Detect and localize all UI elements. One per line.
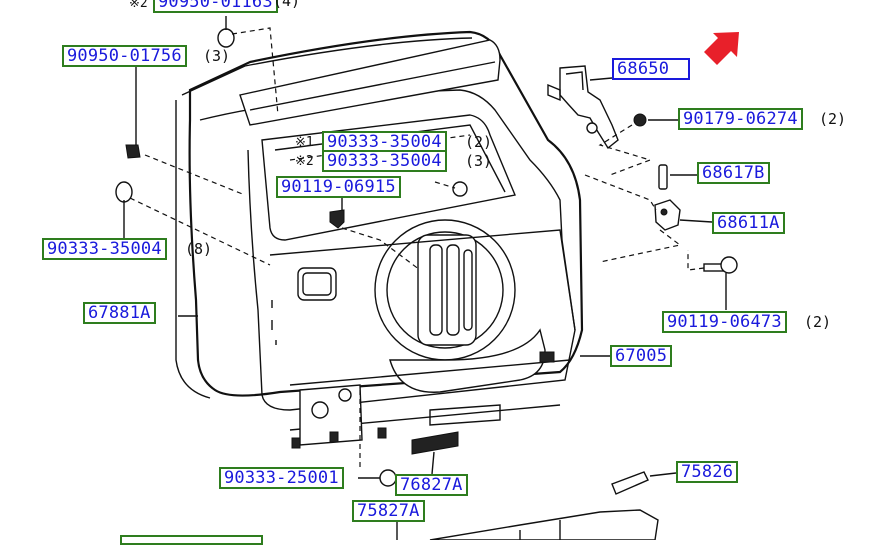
part-label-67005[interactable]: 67005 (610, 345, 673, 367)
part-label-68611A[interactable]: 68611A (712, 212, 785, 234)
part-label-90179-06274[interactable]: 90179-06274 (678, 108, 803, 130)
mark-90950-01163: ※2 (129, 0, 148, 11)
qty-90333-35004-c: (8) (185, 240, 213, 258)
part-label-cut-off[interactable] (120, 535, 263, 545)
qty-90333-35004-a: (2) (465, 133, 493, 151)
part-label-90333-35004-a[interactable]: 90333-35004 (322, 131, 447, 153)
part-label-90333-35004-b[interactable]: 90333-35004 (322, 150, 447, 172)
mark-90333-35004-b: ※2 (295, 154, 314, 169)
qty-90950-01163: (4) (273, 0, 301, 10)
part-label-68650[interactable]: 68650 (612, 58, 690, 80)
part-label-76827A[interactable]: 76827A (395, 474, 468, 496)
qty-90179-06274: (2) (819, 110, 847, 128)
red-arrow-icon (704, 32, 739, 65)
part-label-90950-01756[interactable]: 90950-01756 (62, 45, 187, 67)
qty-90333-35004-b: (3) (465, 152, 493, 170)
qty-90119-06473: (2) (804, 313, 832, 331)
part-label-90119-06915[interactable]: 90119-06915 (276, 176, 401, 198)
part-label-68617B[interactable]: 68617B (697, 162, 770, 184)
part-label-90333-35004-c[interactable]: 90333-35004 (42, 238, 167, 260)
part-label-90119-06473[interactable]: 90119-06473 (662, 311, 787, 333)
part-label-75826[interactable]: 75826 (676, 461, 739, 483)
part-label-90950-01163[interactable]: 90950-01163 (153, 0, 278, 13)
mark-90333-35004-a: ※1 (295, 135, 314, 150)
part-label-75827A[interactable]: 75827A (352, 500, 425, 522)
part-label-67881A[interactable]: 67881A (83, 302, 156, 324)
part-label-90333-25001[interactable]: 90333-25001 (219, 467, 344, 489)
qty-90950-01756: (3) (203, 47, 231, 65)
